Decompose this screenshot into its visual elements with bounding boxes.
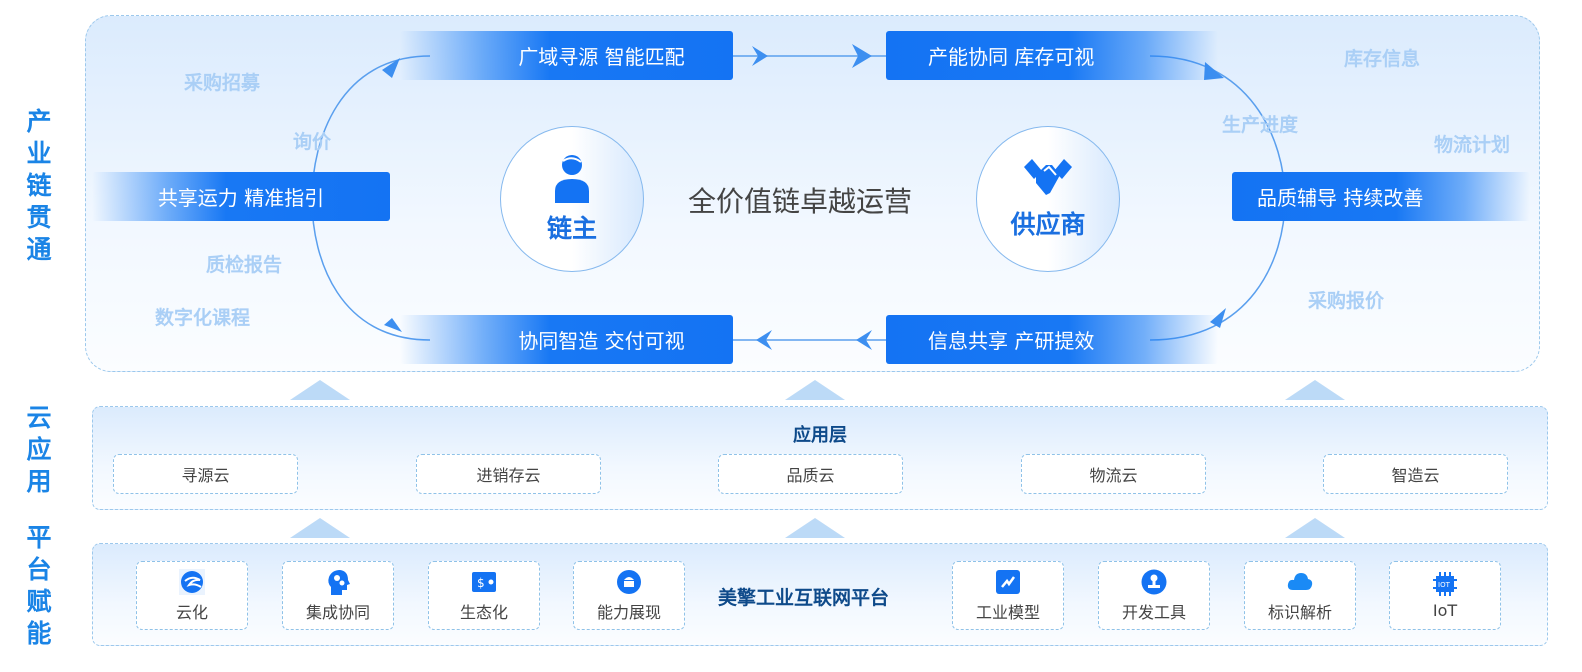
role-supplier: 供应商	[976, 126, 1120, 272]
platform-item-label: 云化	[175, 602, 208, 622]
up-arrow-icon	[1285, 518, 1345, 538]
android-icon	[617, 569, 641, 594]
platform-item-iot[interactable]: IOT IoT	[1389, 561, 1501, 630]
center-title: 全价值链卓越运营	[688, 185, 913, 218]
chip-icon: IOT	[1433, 572, 1457, 596]
platform-item-label: 开发工具	[1121, 602, 1186, 622]
tag: 询价	[293, 131, 332, 153]
svg-text:IOT: IOT	[1438, 581, 1451, 589]
platform-item-label: 生态化	[459, 602, 508, 622]
stamp-icon	[1141, 569, 1167, 594]
app-layer-title: 应用层	[793, 425, 847, 446]
app-quality-cloud[interactable]: 品质云	[718, 454, 903, 494]
loop-step-manufacturing: 协同智造 交付可视	[400, 315, 733, 364]
head-gears-icon	[328, 569, 350, 595]
wallet-icon: $	[472, 571, 496, 592]
tag: 采购报价	[1308, 290, 1385, 312]
platform-item-capability[interactable]: 能力展现	[573, 561, 685, 630]
loop-step-quality: 品质辅导 持续改善	[1232, 172, 1530, 221]
platform-item-label: 工业模型	[975, 602, 1040, 622]
platform-item-cloudify[interactable]: 云化	[136, 561, 248, 630]
side-label-cloud: 云应用	[26, 403, 52, 496]
role-owner-label: 链主	[546, 214, 597, 243]
loop-step-logistics: 共享运力 精准指引	[92, 172, 390, 221]
up-arrow-icon	[290, 380, 350, 400]
app-sourcing-cloud[interactable]: 寻源云	[113, 454, 298, 494]
platform-item-integration[interactable]: 集成协同	[282, 561, 394, 630]
platform-item-industrial-model[interactable]: 工业模型	[952, 561, 1064, 630]
loop-step-sourcing: 广域寻源 智能匹配	[400, 31, 733, 80]
platform-item-label: 能力展现	[596, 602, 661, 622]
platform-item-dev-tools[interactable]: 开发工具	[1098, 561, 1210, 630]
cloud-logo-icon	[179, 568, 205, 595]
tag: 数字化课程	[155, 307, 251, 329]
app-manufacturing-cloud[interactable]: 智造云	[1323, 454, 1508, 494]
loop-step-info-sharing: 信息共享 产研提效	[886, 315, 1218, 364]
svg-text:$: $	[477, 576, 485, 590]
tag: 物流计划	[1434, 134, 1511, 156]
app-inventory-cloud[interactable]: 进销存云	[416, 454, 601, 494]
platform-item-label: IoT	[1432, 601, 1458, 620]
up-arrow-icon	[785, 518, 845, 538]
side-label-chain: 产业链贯通	[26, 107, 52, 264]
tag: 库存信息	[1344, 48, 1421, 70]
side-label-platform: 平台赋能	[26, 523, 52, 648]
app-logistics-cloud[interactable]: 物流云	[1021, 454, 1206, 494]
person-icon	[555, 155, 589, 203]
role-owner: 链主	[500, 126, 644, 272]
tag: 采购招募	[184, 72, 261, 94]
up-arrow-icon	[290, 518, 350, 538]
platform-item-label: 标识解析	[1267, 602, 1332, 622]
chart-icon	[996, 569, 1020, 594]
loop-step-capacity: 产能协同 库存可视	[886, 31, 1218, 80]
tag: 质检报告	[206, 254, 283, 276]
tag: 生产进度	[1222, 114, 1299, 136]
platform-item-label: 集成协同	[305, 602, 370, 622]
role-supplier-label: 供应商	[1010, 210, 1086, 239]
handshake-icon	[1024, 159, 1072, 195]
platform-item-ecosystem[interactable]: $ 生态化	[428, 561, 540, 630]
platform-item-identifier[interactable]: 标识解析	[1244, 561, 1356, 630]
up-arrow-icon	[1285, 380, 1345, 400]
up-arrow-icon	[785, 380, 845, 400]
platform-title: 美擎工业互联网平台	[718, 587, 890, 609]
cloud-icon	[1287, 572, 1313, 590]
